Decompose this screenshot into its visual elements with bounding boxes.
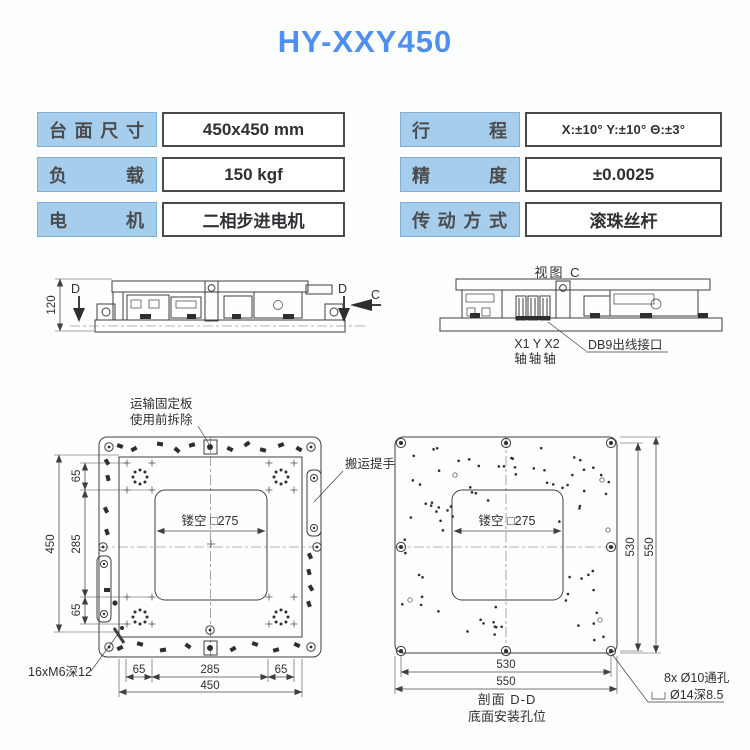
view-c-drawing: 视图 C X1 Y X2 轴轴轴 DB9出线接口 <box>439 265 723 366</box>
axes-label-line1: X1 Y X2 <box>514 337 559 351</box>
bottom-view-opening-label: 镂空 □275 <box>479 514 536 528</box>
connector-block-x1-y-x2 <box>515 295 551 321</box>
spec-label: 传动方式 <box>400 202 520 237</box>
dim-left-65-bottom: 65 <box>71 604 83 617</box>
section-caption: 剖面 D-D <box>478 692 537 707</box>
dim-bottom-530: 530 <box>496 659 515 671</box>
db9-connector-note: DB9出线接口 <box>588 337 662 352</box>
transport-note-line1: 运输固定板 <box>130 396 193 411</box>
mounting-holes-caption: 底面安装孔位 <box>468 709 546 724</box>
transport-fixing-plate <box>203 439 218 656</box>
handle-note: 搬运提手 <box>345 456 395 471</box>
spec-row-travel: 行 程 X:±10° Y:±10° Θ:±3° <box>400 112 722 147</box>
top-view-drawing: 镂空 □275 运输固定板 <box>28 396 395 697</box>
hole-note-counterbore: Ø14深8.5 <box>670 688 724 702</box>
thread-note: 16xM6深12 <box>28 665 92 679</box>
dim-left-65-top: 65 <box>71 470 83 483</box>
spec-value: X:±10° Y:±10° Θ:±3° <box>525 112 722 147</box>
scatter-holes <box>400 446 611 642</box>
spec-label: 台面尺寸 <box>37 112 157 147</box>
dim-left-450: 450 <box>45 534 57 553</box>
spec-value: 二相步进电机 <box>162 202 345 237</box>
top-view-opening-label: 镂空 □275 <box>182 514 239 528</box>
spec-table-right: 行 程 X:±10° Y:±10° Θ:±3° 精 度 ±0.0025 传动方式… <box>400 112 722 247</box>
dim-left-285: 285 <box>71 534 83 553</box>
spec-label: 行 程 <box>400 112 520 147</box>
spec-table-left: 台面尺寸 450x450 mm 负 载 150 kgf 电 机 二相步进电机 <box>37 112 345 247</box>
carry-handle-right <box>306 469 322 537</box>
counterbore-symbol <box>651 692 666 700</box>
dim-right-530: 530 <box>625 537 637 556</box>
technical-drawings: 120 D D C 视图 C <box>28 265 730 724</box>
spec-label: 电 机 <box>37 202 157 237</box>
dim-bottom-550: 550 <box>496 676 515 688</box>
transport-note-line2: 使用前拆除 <box>130 412 193 427</box>
section-mark-d-left: D <box>71 282 80 296</box>
corner-screws <box>98 442 322 652</box>
carry-handle-left <box>96 555 112 623</box>
page-title: HY-XXY450 <box>277 24 453 59</box>
view-c-caption: 视图 C <box>534 265 581 280</box>
spec-row-table-size: 台面尺寸 450x450 mm <box>37 112 345 147</box>
spec-row-motor: 电 机 二相步进电机 <box>37 202 345 237</box>
mounting-holes-8x <box>395 437 617 657</box>
spec-row-accuracy: 精 度 ±0.0025 <box>400 157 722 192</box>
dim-120: 120 <box>46 295 58 314</box>
dim-right-550: 550 <box>644 537 656 556</box>
spec-value: ±0.0025 <box>525 157 722 192</box>
spec-value: 150 kgf <box>162 157 345 192</box>
axes-label-line2: 轴轴轴 <box>514 351 558 366</box>
dim-bottom-450: 450 <box>200 680 219 692</box>
section-mark-d-right: D <box>338 282 347 296</box>
spec-value: 滚珠丝杆 <box>525 202 722 237</box>
side-view-drawing: 120 D D C <box>46 278 381 333</box>
view-mark-c: C <box>371 288 380 302</box>
spec-label: 精 度 <box>400 157 520 192</box>
spec-label: 负 载 <box>37 157 157 192</box>
spec-row-drive: 传动方式 滚珠丝杆 <box>400 202 722 237</box>
dim-bottom-65-left: 65 <box>133 664 146 676</box>
hole-marks <box>102 440 315 653</box>
hole-note-through: 8x Ø10通孔 <box>664 671 730 685</box>
dim-bottom-65-right: 65 <box>275 664 288 676</box>
spec-value: 450x450 mm <box>162 112 345 147</box>
dim-bottom-285: 285 <box>200 664 219 676</box>
bottom-view-drawing: 镂空 □275 530 550 530 550 剖面 D-D 底面安装孔位 <box>394 436 730 724</box>
spec-row-load: 负 载 150 kgf <box>37 157 345 192</box>
